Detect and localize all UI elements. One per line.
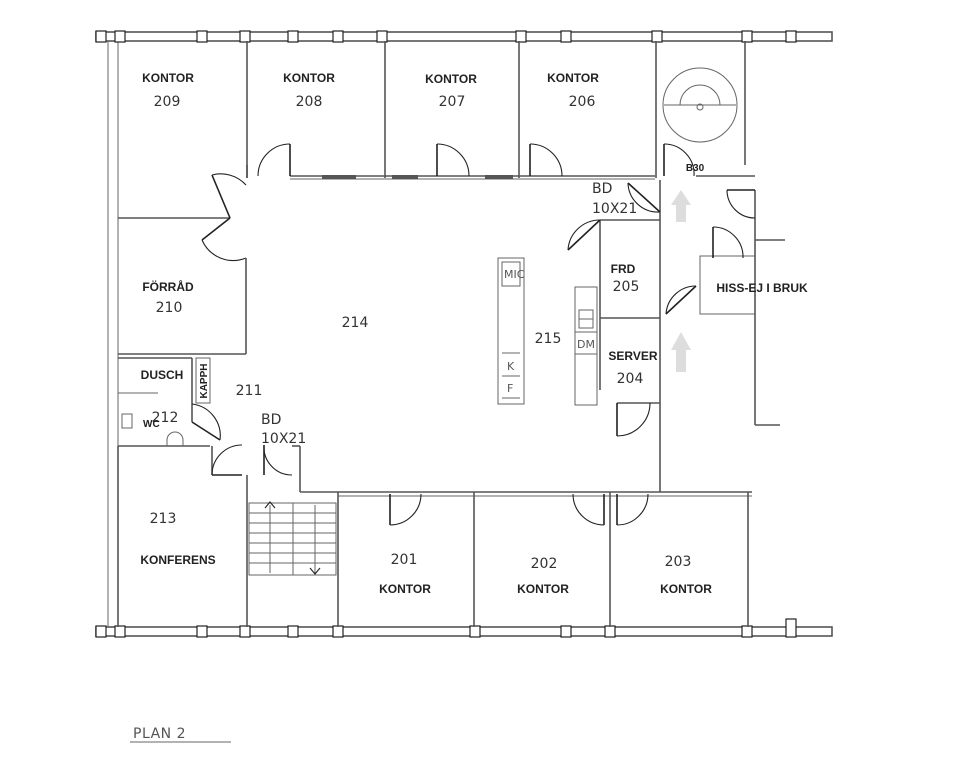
facade-columns bbox=[95, 30, 797, 638]
door-tags: BD 10X21 BD 10X21 bbox=[261, 181, 637, 447]
microwave-label: MIC bbox=[504, 268, 525, 281]
door-tag-top-type: BD bbox=[592, 181, 612, 197]
room-201-number: 201 bbox=[391, 552, 418, 568]
bottom-office-walls bbox=[338, 491, 752, 627]
storage-walls bbox=[118, 258, 247, 355]
exterior-walls bbox=[95, 30, 833, 638]
door-tag-bottom-size: 10X21 bbox=[261, 431, 306, 447]
room-201-name: KONTOR bbox=[379, 582, 431, 596]
elevator-label: HISS-EJ I BRUK bbox=[716, 281, 808, 295]
room-206-number: 206 bbox=[569, 94, 596, 110]
room-213-number: 213 bbox=[150, 511, 177, 527]
elevator-walls bbox=[662, 67, 785, 426]
room-206-name: KONTOR bbox=[547, 71, 599, 85]
room-203-name: KONTOR bbox=[660, 582, 712, 596]
stove-label: K bbox=[507, 360, 515, 373]
room-204-number: 204 bbox=[617, 371, 644, 387]
room-205-name: FRD bbox=[611, 262, 636, 276]
room-204-name: SERVER bbox=[608, 349, 657, 363]
kapph-label: KAPPH bbox=[199, 363, 210, 398]
top-office-doors bbox=[201, 143, 695, 262]
dishwasher-label: DM bbox=[577, 338, 595, 351]
room-205-number: 205 bbox=[613, 279, 640, 295]
room-207-name: KONTOR bbox=[425, 72, 477, 86]
top-office-walls bbox=[118, 41, 755, 219]
door-tag-top-size: 10X21 bbox=[592, 201, 637, 217]
room-208-number: 208 bbox=[296, 94, 323, 110]
room-202-number: 202 bbox=[531, 556, 558, 572]
kitchen-labels: MIC K F DM bbox=[504, 268, 595, 395]
wet-room-walls bbox=[118, 357, 221, 447]
dusch-label: DUSCH bbox=[141, 368, 184, 382]
room-210-name: FÖRRÅD bbox=[142, 279, 194, 294]
rotunda-circle bbox=[662, 67, 738, 143]
room-202-name: KONTOR bbox=[517, 582, 569, 596]
room-208-name: KONTOR bbox=[283, 71, 335, 85]
exit-arrows bbox=[671, 190, 691, 372]
plan-title-block: PLAN 2 bbox=[130, 726, 231, 743]
b30-label: B30 bbox=[686, 163, 705, 174]
room-207-number: 207 bbox=[439, 94, 466, 110]
room-209-name: KONTOR bbox=[142, 71, 194, 85]
room-212-number: 212 bbox=[152, 410, 179, 426]
room-labels: KONTOR 209 KONTOR 208 KONTOR 207 KONTOR … bbox=[140, 71, 808, 596]
wc-label: WC bbox=[143, 419, 160, 430]
door-tag-bottom-type: BD bbox=[261, 412, 281, 428]
arrow-up-icon bbox=[671, 332, 691, 372]
room-210-number: 210 bbox=[156, 300, 183, 316]
plan-title: PLAN 2 bbox=[133, 726, 186, 742]
room-211-number: 211 bbox=[236, 383, 263, 399]
room-209-number: 209 bbox=[154, 94, 181, 110]
room-215-number: 215 bbox=[535, 331, 562, 347]
core-walls bbox=[497, 180, 697, 492]
fridge-label: F bbox=[507, 382, 513, 395]
room-213-name: KONFERENS bbox=[140, 553, 215, 567]
room-203-number: 203 bbox=[665, 554, 692, 570]
room-214-number: 214 bbox=[342, 315, 369, 331]
arrow-up-icon bbox=[671, 190, 691, 222]
conference-stair-walls bbox=[117, 444, 339, 627]
